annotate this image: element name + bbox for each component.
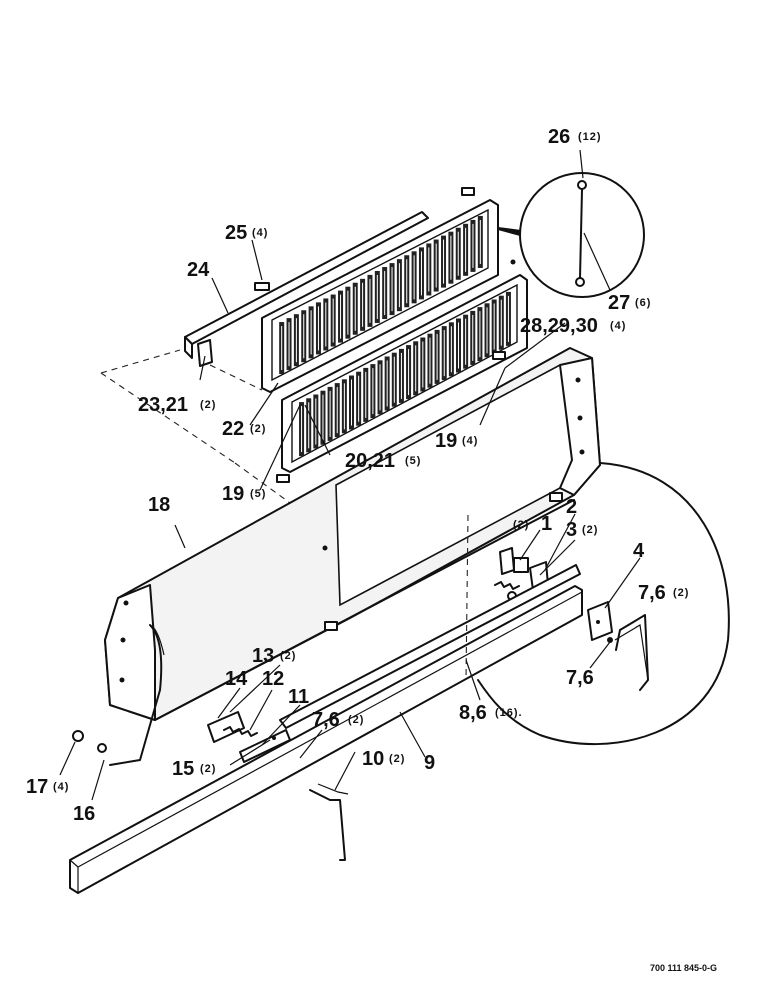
- callout-quantity: (2): [250, 423, 266, 435]
- callout-c12: 12: [262, 668, 284, 690]
- callout-c3: 3 (2): [566, 519, 598, 541]
- grate-teeth-lower: [299, 291, 511, 457]
- drawing-part-number: 700 111 845-0-G: [650, 963, 717, 973]
- callout-quantity: (2): [200, 763, 216, 775]
- callout-quantity: (2): [200, 399, 216, 411]
- callout-number: 17: [26, 776, 48, 798]
- bottom-rail: [69, 564, 649, 894]
- callout-number: 24: [187, 259, 210, 281]
- callout-number: 3: [566, 519, 577, 541]
- callout-quantity: (2): [582, 524, 598, 536]
- callout-quantity: (6): [635, 297, 651, 309]
- callout-number: 26: [548, 126, 570, 148]
- callout-quantity: (2): [673, 587, 689, 599]
- callout-number: 7,6: [638, 582, 666, 604]
- callout-c22: 22 (2): [222, 418, 266, 440]
- callout-c2: 2: [566, 496, 577, 518]
- callout-number: 1: [541, 513, 552, 535]
- callout-number: 13: [252, 645, 274, 667]
- callout-c13: 13 (2): [252, 645, 296, 667]
- callout-number: 22: [222, 418, 244, 440]
- callout-c19b: 19 (4): [435, 430, 478, 452]
- callout-c76a: 7,6 (2): [638, 582, 689, 604]
- callout-number: 7,6: [566, 667, 594, 689]
- callout-c23: 23,21 (2): [138, 394, 216, 416]
- callout-c15: 15 (2): [172, 758, 216, 780]
- callout-c27: 27 (6): [608, 292, 651, 314]
- callout-number: 18: [148, 494, 170, 516]
- callout-number: 28,29,30: [520, 315, 598, 337]
- upper-grate: [184, 187, 528, 483]
- callout-quantity: (4): [610, 320, 626, 332]
- grate-teeth-upper: [279, 215, 483, 375]
- callout-quantity: (5): [405, 455, 421, 467]
- callout-c25: 25 (4): [225, 222, 268, 244]
- callout-quantity: (2): [389, 753, 405, 765]
- callout-number: 23,21: [138, 394, 188, 416]
- callout-quantity: (16).: [495, 707, 523, 719]
- callout-c16: 16: [73, 803, 95, 825]
- callout-number: 14: [225, 668, 248, 690]
- callout-number: 16: [73, 803, 95, 825]
- callout-number: 11: [288, 686, 309, 708]
- callout-number: 15: [172, 758, 194, 780]
- callout-c9: 9: [424, 752, 435, 774]
- bolt-detail-view: [498, 149, 645, 298]
- callout-c18: 18: [148, 494, 170, 516]
- callout-number: 8,6: [459, 702, 487, 724]
- hardware-detail-arc: [465, 462, 730, 746]
- callout-c4: 4: [633, 540, 645, 562]
- callout-c10: 10 (2): [362, 748, 405, 770]
- callout-quantity: (4): [252, 227, 268, 239]
- callout-quantity: (2): [348, 714, 364, 726]
- callout-number: 10: [362, 748, 384, 770]
- callout-c14: 14: [225, 668, 248, 690]
- callout-quantity: (4): [462, 435, 478, 447]
- callout-quantity: (2): [513, 519, 529, 531]
- callout-quantity: (5): [250, 488, 266, 500]
- callout-c20: 20,21 (5): [345, 450, 421, 472]
- callout-c28: 28,29,30 (4): [520, 315, 626, 337]
- callout-number: 4: [633, 540, 645, 562]
- callout-quantity: (2): [280, 650, 296, 662]
- callout-c1: 1 (2): [513, 513, 552, 535]
- callout-c76b: 7,6: [566, 667, 594, 689]
- callout-number: 9: [424, 752, 435, 774]
- callout-number: 12: [262, 668, 284, 690]
- main-panel: [72, 347, 601, 766]
- callout-number: 20,21: [345, 450, 395, 472]
- callout-c11: 11: [288, 686, 309, 708]
- callout-c17: 17 (4): [26, 776, 69, 798]
- callout-c76c: 7,6 (2): [312, 709, 364, 731]
- callout-number: 19: [435, 430, 457, 452]
- callout-quantity: (12): [578, 131, 602, 143]
- callout-number: 27: [608, 292, 630, 314]
- callout-c26: 26 (12): [548, 126, 602, 148]
- callout-number: 25: [225, 222, 247, 244]
- callout-c24: 24: [187, 259, 210, 281]
- leader-lines: [59, 239, 641, 801]
- callout-c86: 8,6 (16).: [459, 702, 523, 724]
- callout-quantity: (4): [53, 781, 69, 793]
- callout-number: 7,6: [312, 709, 340, 731]
- callout-number: 2: [566, 496, 577, 518]
- callout-c19a: 19 (5): [222, 483, 266, 505]
- callout-number: 19: [222, 483, 244, 505]
